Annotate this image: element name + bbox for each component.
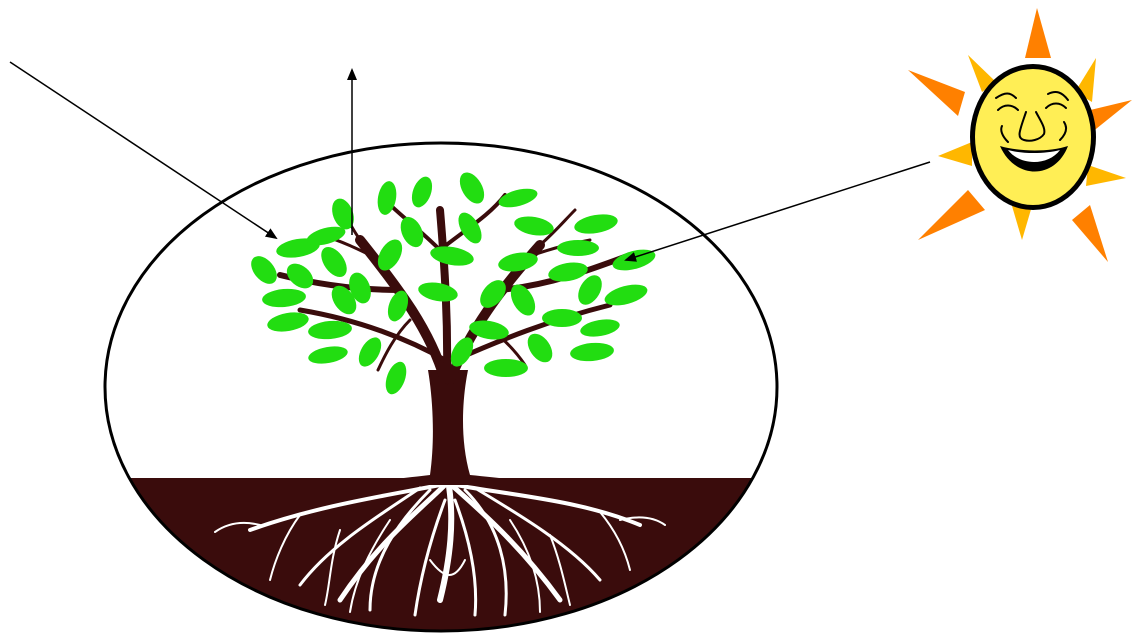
smiling-sun-icon: [908, 8, 1132, 262]
soil-area: [90, 478, 790, 642]
arrow-in-from-left: [10, 62, 276, 238]
oval-scene: [90, 143, 790, 642]
